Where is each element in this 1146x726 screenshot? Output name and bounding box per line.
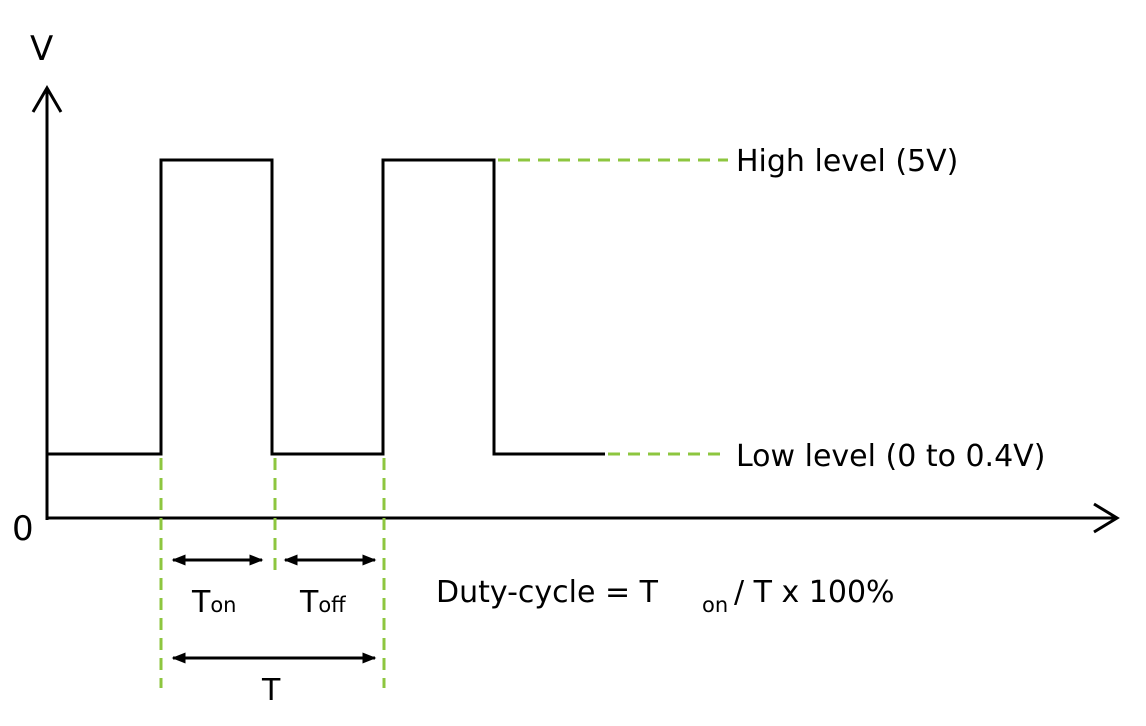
duty-cycle-formula-prefix: Duty-cycle = T <box>436 575 659 610</box>
dimension-arrows <box>171 554 377 664</box>
t-off-label: Toff <box>299 585 346 620</box>
t-off-main: T <box>299 585 319 620</box>
low-level-label: Low level (0 to 0.4V) <box>736 439 1045 474</box>
axes <box>31 85 1120 534</box>
pwm-signal-line <box>47 158 605 456</box>
x-axis-arrowhead <box>1093 502 1120 534</box>
duty-cycle-formula-suffix: / T x 100% <box>734 575 895 610</box>
origin-label: 0 <box>12 509 34 549</box>
t-on-subscript: on <box>210 593 236 617</box>
period-label: T <box>261 673 281 708</box>
t-off-subscript: off <box>318 593 346 617</box>
t-on-main: T <box>191 585 211 620</box>
y-axis-label: V <box>30 29 53 69</box>
t-on-label: Ton <box>191 585 237 620</box>
y-axis-arrowhead <box>31 85 63 113</box>
high-level-label: High level (5V) <box>736 144 958 179</box>
guide-lines <box>159 158 728 688</box>
duty-cycle-formula-subscript: on <box>702 593 728 617</box>
